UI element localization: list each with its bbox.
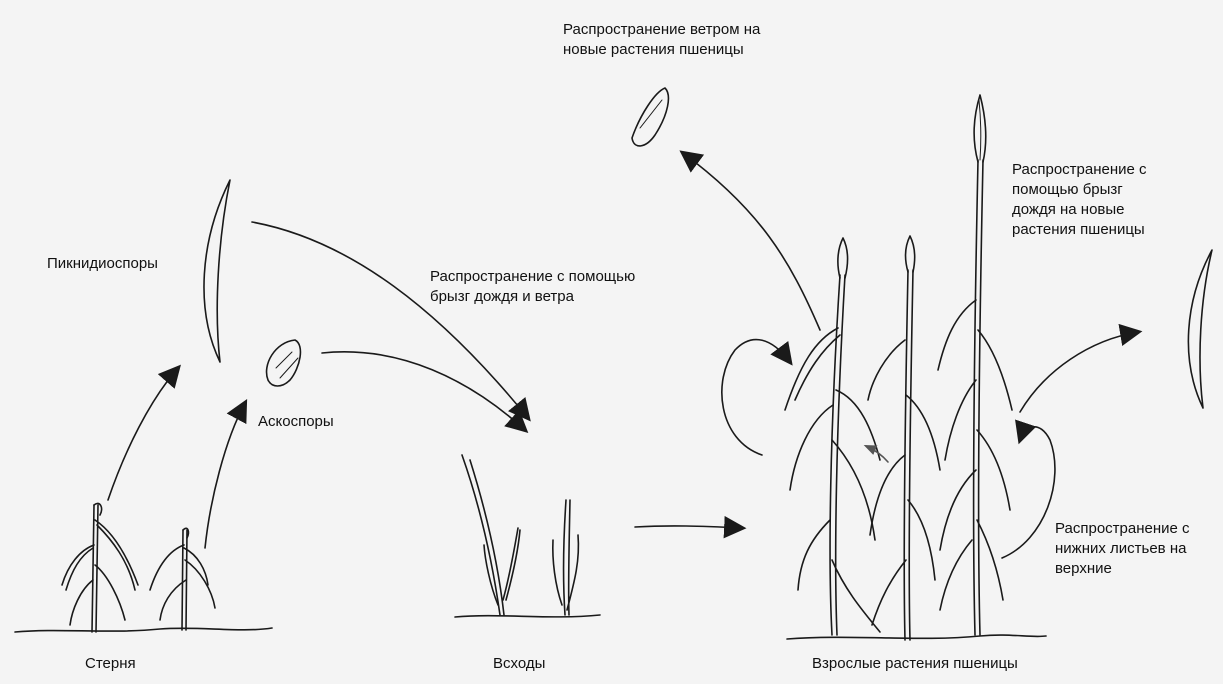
- label-pycnidiospores: Пикнидиоспоры: [47, 254, 158, 274]
- label-wind-spread: Распространение ветром на новые растения…: [563, 20, 853, 60]
- arrow-ascospores-to-seedlings: [322, 352, 525, 430]
- label-adult-wheat: Взрослые растения пшеницы: [812, 654, 1018, 674]
- label-seedlings: Всходы: [493, 654, 545, 674]
- pycnidiospore-right: [1188, 250, 1212, 408]
- arrows: [108, 153, 1138, 558]
- seedling-plants: [462, 455, 578, 615]
- arrow-pycnidiospores-to-seedlings: [252, 222, 528, 418]
- ground-line-stubble: [15, 628, 272, 632]
- label-stubble: Стерня: [85, 654, 136, 674]
- wind-ascospore: [632, 88, 668, 146]
- arrow-to-right-spore: [1020, 332, 1138, 412]
- pycnidiospore-left: [204, 180, 230, 362]
- label-rain-and-wind: Распространение с помощью брызг дождя и …: [430, 267, 720, 307]
- ground-line-adult: [787, 635, 1046, 639]
- label-rain-splash-new-plants: Распространение с помощью брызг дождя на…: [1012, 160, 1212, 240]
- label-lower-to-upper-leaves: Распространение с нижних листьев на верх…: [1055, 519, 1223, 579]
- label-ascospores: Аскоспоры: [258, 412, 334, 432]
- arrow-stubble-to-ascospores: [205, 403, 245, 548]
- arrow-left-loop: [722, 340, 790, 455]
- arrow-seedlings-to-adult: [635, 526, 742, 528]
- adult-wheat-plants: [785, 95, 1012, 640]
- stubble-plants: [62, 503, 215, 632]
- arrow-stubble-to-pycnidiospores: [108, 368, 178, 500]
- ground-line-seedlings: [455, 615, 600, 617]
- arrow-right-loop: [1002, 427, 1055, 558]
- ascospore-cluster: [267, 340, 301, 386]
